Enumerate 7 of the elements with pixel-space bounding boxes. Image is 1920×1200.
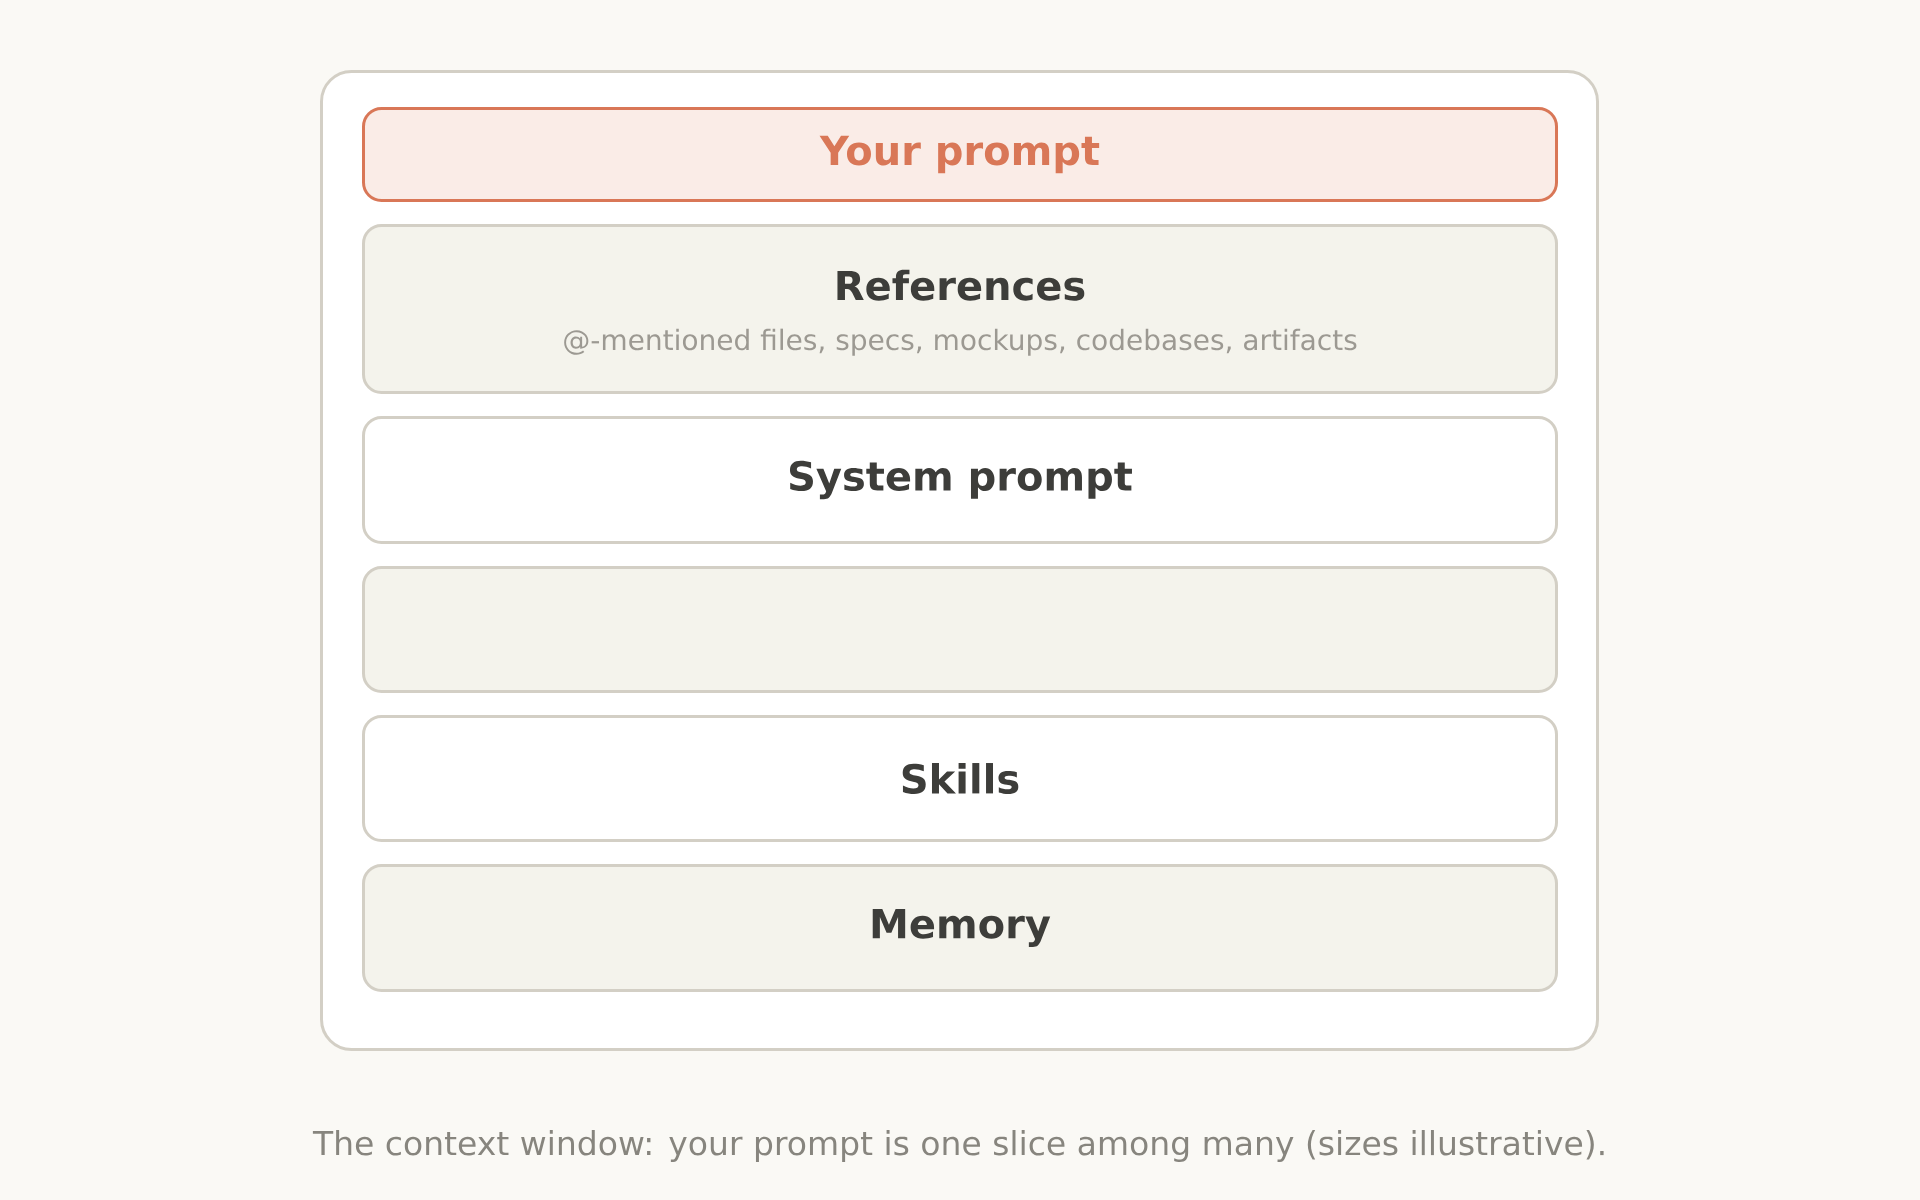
caption: The context window: your prompt is one slice among many (sizes illustrative). xyxy=(312,1130,1604,1162)
layer-box xyxy=(362,566,1558,693)
layer-box: Skills xyxy=(362,715,1558,842)
layer-box: System prompt xyxy=(362,416,1558,544)
layer-box: Memory xyxy=(362,864,1558,992)
layer-box: Your prompt xyxy=(362,107,1558,202)
layer-box: References @-mentioned files, specs, mockups, codebases, artifacts xyxy=(362,224,1558,394)
